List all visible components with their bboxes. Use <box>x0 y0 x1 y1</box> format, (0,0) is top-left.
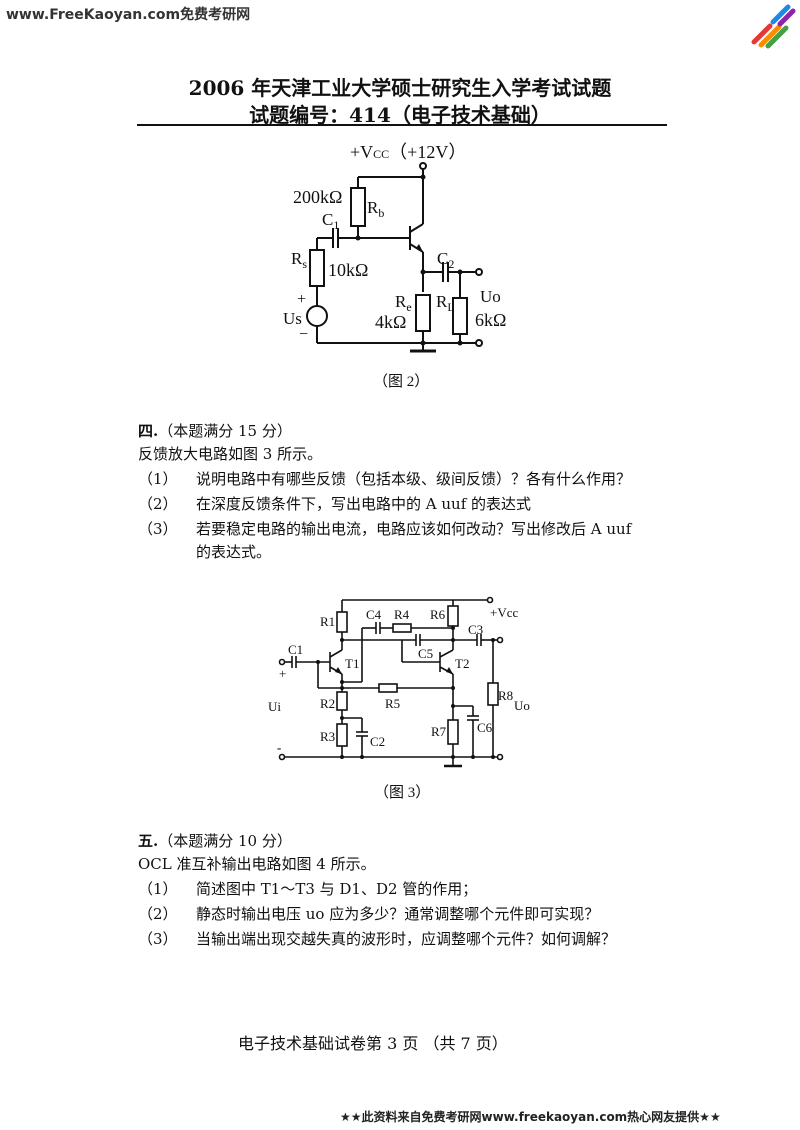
section-4-question-2: （2）在深度反馈条件下，写出电路中的 A uuf 的表达式 <box>138 495 532 513</box>
site-header-link[interactable]: www.FreeKaoyan.com免费考研网 <box>6 7 251 23</box>
svg-text:+VCC（+12V）: +VCC（+12V） <box>350 142 466 162</box>
section-4-question-1: （1）说明电路中有哪些反馈（包括本级、级间反馈）？各有什么作用？ <box>138 470 632 488</box>
t2-label: T2 <box>455 656 469 671</box>
c2-label: C <box>437 249 448 268</box>
vcc-label: +V <box>350 142 373 162</box>
section-4-heading: 四.（本题满分 15 分） <box>138 420 292 441</box>
us-minus: − <box>299 326 308 343</box>
c6-label: C6 <box>477 720 493 735</box>
r3-label: R3 <box>320 729 335 744</box>
r6-label: R6 <box>430 607 446 622</box>
figure-3-caption: （图 3） <box>374 784 430 801</box>
section-5-number: 五. <box>138 832 159 850</box>
section-4-score: （本题满分 15 分） <box>158 422 292 440</box>
us-plus: + <box>297 291 306 308</box>
site-logo-icon <box>751 4 796 49</box>
c5-label: C5 <box>418 646 433 661</box>
rb-label: R <box>367 198 379 217</box>
section-5-heading: 五.（本题满分 10 分） <box>138 830 292 851</box>
rs-value: 10kΩ <box>328 260 368 280</box>
c4-label: C4 <box>366 607 382 622</box>
section-5-score: （本题满分 10 分） <box>158 832 292 850</box>
section-4-question-3-continued: 的表达式。 <box>196 543 272 561</box>
section-4-number: 四. <box>138 422 159 440</box>
r5-label: R5 <box>385 696 400 711</box>
page-footer: 电子技术基础试卷第 3 页 （共 7 页） <box>238 1034 508 1053</box>
c1-label: C <box>322 210 333 229</box>
section-4-question-3: （3）若要稳定电路的输出电流，电路应该如何改动？写出修改后 A uuf <box>138 520 632 538</box>
r8-label: R8 <box>498 688 513 703</box>
rb-value: 200kΩ <box>293 187 342 207</box>
figure-2-caption: （图 2） <box>373 373 429 390</box>
svg-text:C1: C1 <box>322 210 339 232</box>
uo-label: Uo <box>480 287 501 306</box>
svg-text:Rs: Rs <box>291 249 307 271</box>
figure-2-circuit: +VCC（+12V） 200kΩ Rb C1 Rs 10kΩ + Us − Re… <box>283 142 506 390</box>
svg-text:RL: RL <box>436 292 455 314</box>
r1-label: R1 <box>320 614 335 629</box>
header-divider <box>137 124 667 126</box>
section-4-intro: 反馈放大电路如图 3 所示。 <box>138 445 323 463</box>
exam-subtitle: 试题编号：414（电子技术基础） <box>249 103 551 127</box>
re-label: R <box>395 292 407 311</box>
section-5-question-3: （3）当输出端出现交越失真的波形时，应调整哪个元件？如何调解？ <box>138 930 617 948</box>
rl-label: R <box>436 292 448 311</box>
r2-label: R2 <box>320 696 335 711</box>
rs-label: R <box>291 249 303 268</box>
section-5-question-2: （2）静态时输出电压 uo 应为多少？通常调整哪个元件即可实现？ <box>138 905 600 923</box>
c1-label: C1 <box>288 642 303 657</box>
vcc-label: +Vcc <box>490 605 518 620</box>
svg-text:Re: Re <box>395 292 412 314</box>
input-minus: - <box>277 740 281 755</box>
section-5-intro: OCL 准互补输出电路如图 4 所示。 <box>138 855 376 873</box>
source-credit: ★★此资料来自免费考研网www.freekaoyan.com热心网友提供★★ <box>340 1110 721 1124</box>
figure-3-circuit: R1 C4 R4 R6 +Vcc C3 C1 + T1 C5 T2 Ui R2 … <box>268 596 530 801</box>
re-value: 4kΩ <box>375 312 406 332</box>
svg-text:Rb: Rb <box>367 198 384 220</box>
c2-label: C2 <box>370 734 385 749</box>
input-plus: + <box>279 666 286 681</box>
c3-label: C3 <box>468 622 483 637</box>
r4-label: R4 <box>394 607 410 622</box>
svg-text:C2: C2 <box>437 249 454 271</box>
rl-value: 6kΩ <box>475 310 506 330</box>
section-5-question-1: （1）简述图中 T1～T3 与 D1、D2 管的作用； <box>138 880 478 898</box>
ui-label: Ui <box>268 699 281 714</box>
us-label: Us <box>283 309 302 328</box>
t1-label: T1 <box>345 656 359 671</box>
exam-title: 2006 年天津工业大学硕士研究生入学考试试题 <box>188 76 612 100</box>
r7-label: R7 <box>431 724 447 739</box>
uo-label: Uo <box>514 698 530 713</box>
